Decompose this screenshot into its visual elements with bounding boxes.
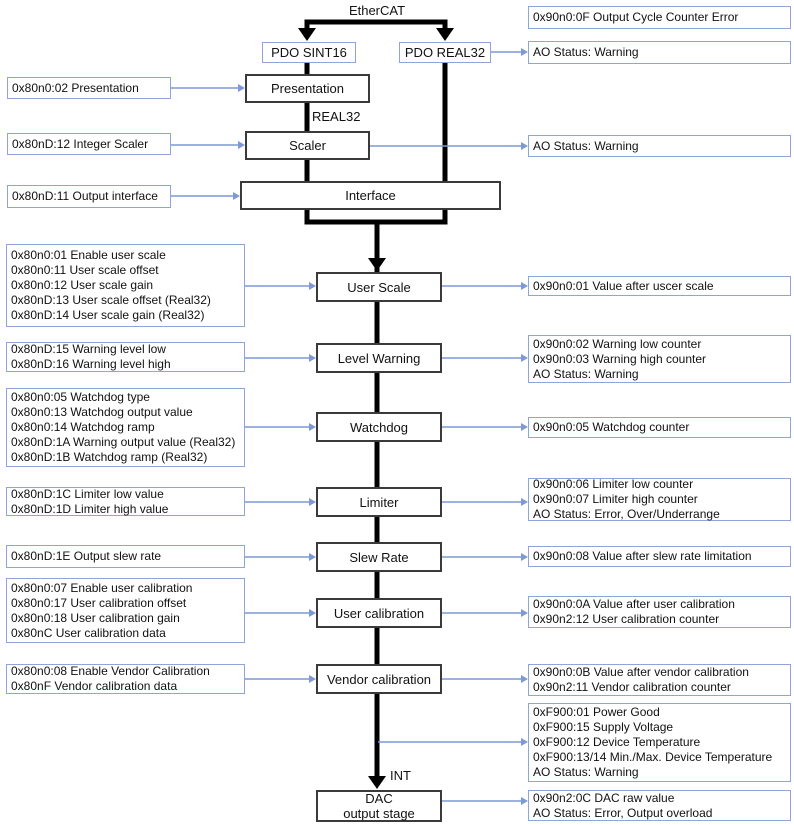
param-box-vendor-calibration: 0x80n0:08 Enable Vendor Calibration 0x80… (6, 664, 245, 694)
status-box-user-calibration-values: 0x90n0:0A Value after user calibration 0… (528, 596, 791, 628)
status-box-pdo-real32-status: AO Status: Warning (528, 41, 791, 64)
status-box-device-diagnostics: 0xF900:01 Power Good 0xF900:15 Supply Vo… (528, 703, 791, 782)
flow-arrowheads (298, 28, 454, 789)
param-box-level-warning: 0x80nD:15 Warning level low 0x80nD:16 Wa… (6, 342, 245, 372)
node-dac-output-stage: DAC output stage (316, 790, 442, 822)
param-box-slew-rate: 0x80nD:1E Output slew rate (6, 545, 245, 568)
node-pdo-real32: PDO REAL32 (399, 42, 491, 63)
node-level-warning: Level Warning (316, 343, 442, 373)
param-box-integer-scaler: 0x80nD:12 Integer Scaler (7, 133, 171, 155)
status-box-vendor-calibration-values: 0x90n0:0B Value after vendor calibration… (528, 664, 791, 696)
param-box-user-scale: 0x80n0:01 Enable user scale 0x80n0:11 Us… (6, 244, 245, 327)
node-interface: Interface (240, 181, 501, 210)
status-box-scaler-status: AO Status: Warning (528, 135, 791, 157)
status-box-output-cycle-counter-error: 0x90n0:0F Output Cycle Counter Error (528, 6, 791, 29)
node-vendor-calibration: Vendor calibration (316, 664, 442, 694)
status-box-dac-values: 0x90n2:0C DAC raw value AO Status: Error… (528, 790, 791, 821)
status-box-level-warning-counters: 0x90n0:02 Warning low counter 0x90n0:03 … (528, 335, 791, 383)
status-box-slew-rate-value: 0x90n0:08 Value after slew rate limitati… (528, 546, 791, 567)
node-user-scale: User Scale (316, 272, 442, 302)
parameter-arrows (171, 84, 316, 683)
param-box-user-calibration: 0x80n0:07 Enable user calibration 0x80n0… (6, 578, 245, 643)
node-watchdog: Watchdog (316, 412, 442, 442)
node-slew-rate: Slew Rate (316, 542, 442, 572)
int-label: INT (390, 768, 411, 783)
node-user-calibration: User calibration (316, 598, 442, 628)
node-limiter: Limiter (316, 487, 442, 517)
param-box-limiter: 0x80nD:1C Limiter low value 0x80nD:1D Li… (6, 487, 245, 516)
node-pdo-sint16: PDO SINT16 (262, 42, 356, 63)
param-box-output-interface: 0x80nD:11 Output interface (7, 185, 171, 208)
status-box-limiter-counters: 0x90n0:06 Limiter low counter 0x90n0:07 … (528, 477, 791, 521)
node-presentation: Presentation (245, 74, 370, 103)
param-box-watchdog: 0x80n0:05 Watchdog type 0x80n0:13 Watchd… (6, 388, 245, 467)
status-arrows (370, 48, 528, 805)
status-box-watchdog-counter: 0x90n0:05 Watchdog counter (528, 417, 791, 438)
param-box-presentation: 0x80n0:02 Presentation (7, 77, 171, 99)
ethercat-label: EtherCAT (348, 3, 406, 18)
node-scaler: Scaler (245, 131, 370, 160)
real32-label: REAL32 (312, 109, 361, 124)
status-box-user-scale-value: 0x90n0:01 Value after uscer scale (528, 276, 791, 296)
